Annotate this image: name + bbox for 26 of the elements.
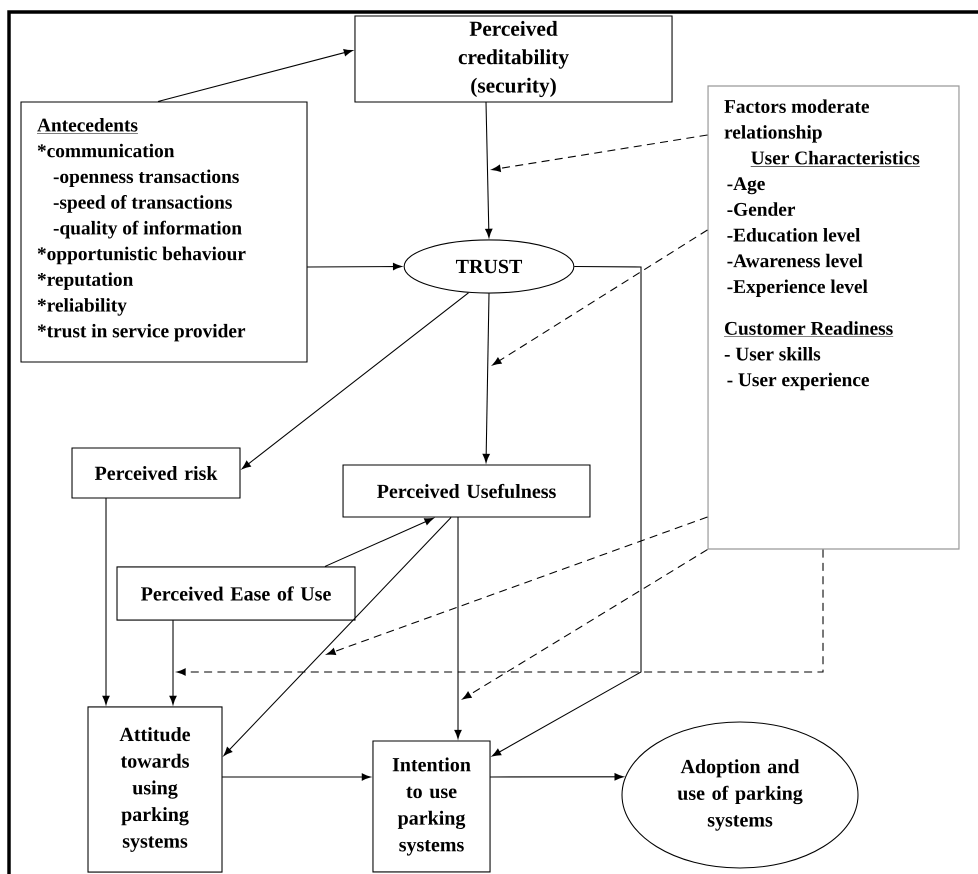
concept-box: Attitude towards using parking systems (87, 706, 223, 873)
moderator-box: Factors moderate relationship User Characteristics -Age -Gender -Education level -Awareness level -Experience level Customer Readiness - User skills - User experience (707, 85, 960, 550)
arrow (222, 773, 371, 781)
dashed-arrow (176, 550, 824, 676)
dashed-arrow (492, 134, 708, 172)
concept-box: Perceived creditability (security) (354, 15, 673, 103)
arrow (169, 620, 177, 705)
dashed-arrow (462, 549, 708, 700)
arrow (242, 292, 469, 470)
concept-box: Perceived Ease of Use (116, 566, 356, 621)
concept-box: Intention to use parking systems (372, 740, 491, 872)
arrow (102, 498, 110, 705)
arrow (482, 294, 490, 463)
arrow (492, 266, 642, 756)
arrow (324, 518, 434, 567)
dashed-arrow (492, 230, 708, 366)
concept-box: Perceived risk (71, 447, 241, 499)
arrow (490, 773, 624, 780)
dashed-arrow (326, 516, 708, 655)
arrow (224, 517, 452, 756)
concept-box: Antecedents *communication -openness transactions -speed of transactions -quality of information *opportunistic behaviour *reputation *reliability *trust in service provider (20, 101, 308, 363)
arrow (454, 518, 462, 739)
arrow (308, 262, 402, 270)
arrow (485, 102, 492, 238)
arrow (158, 49, 353, 102)
concept-box: Perceived Usefulness (342, 464, 590, 518)
